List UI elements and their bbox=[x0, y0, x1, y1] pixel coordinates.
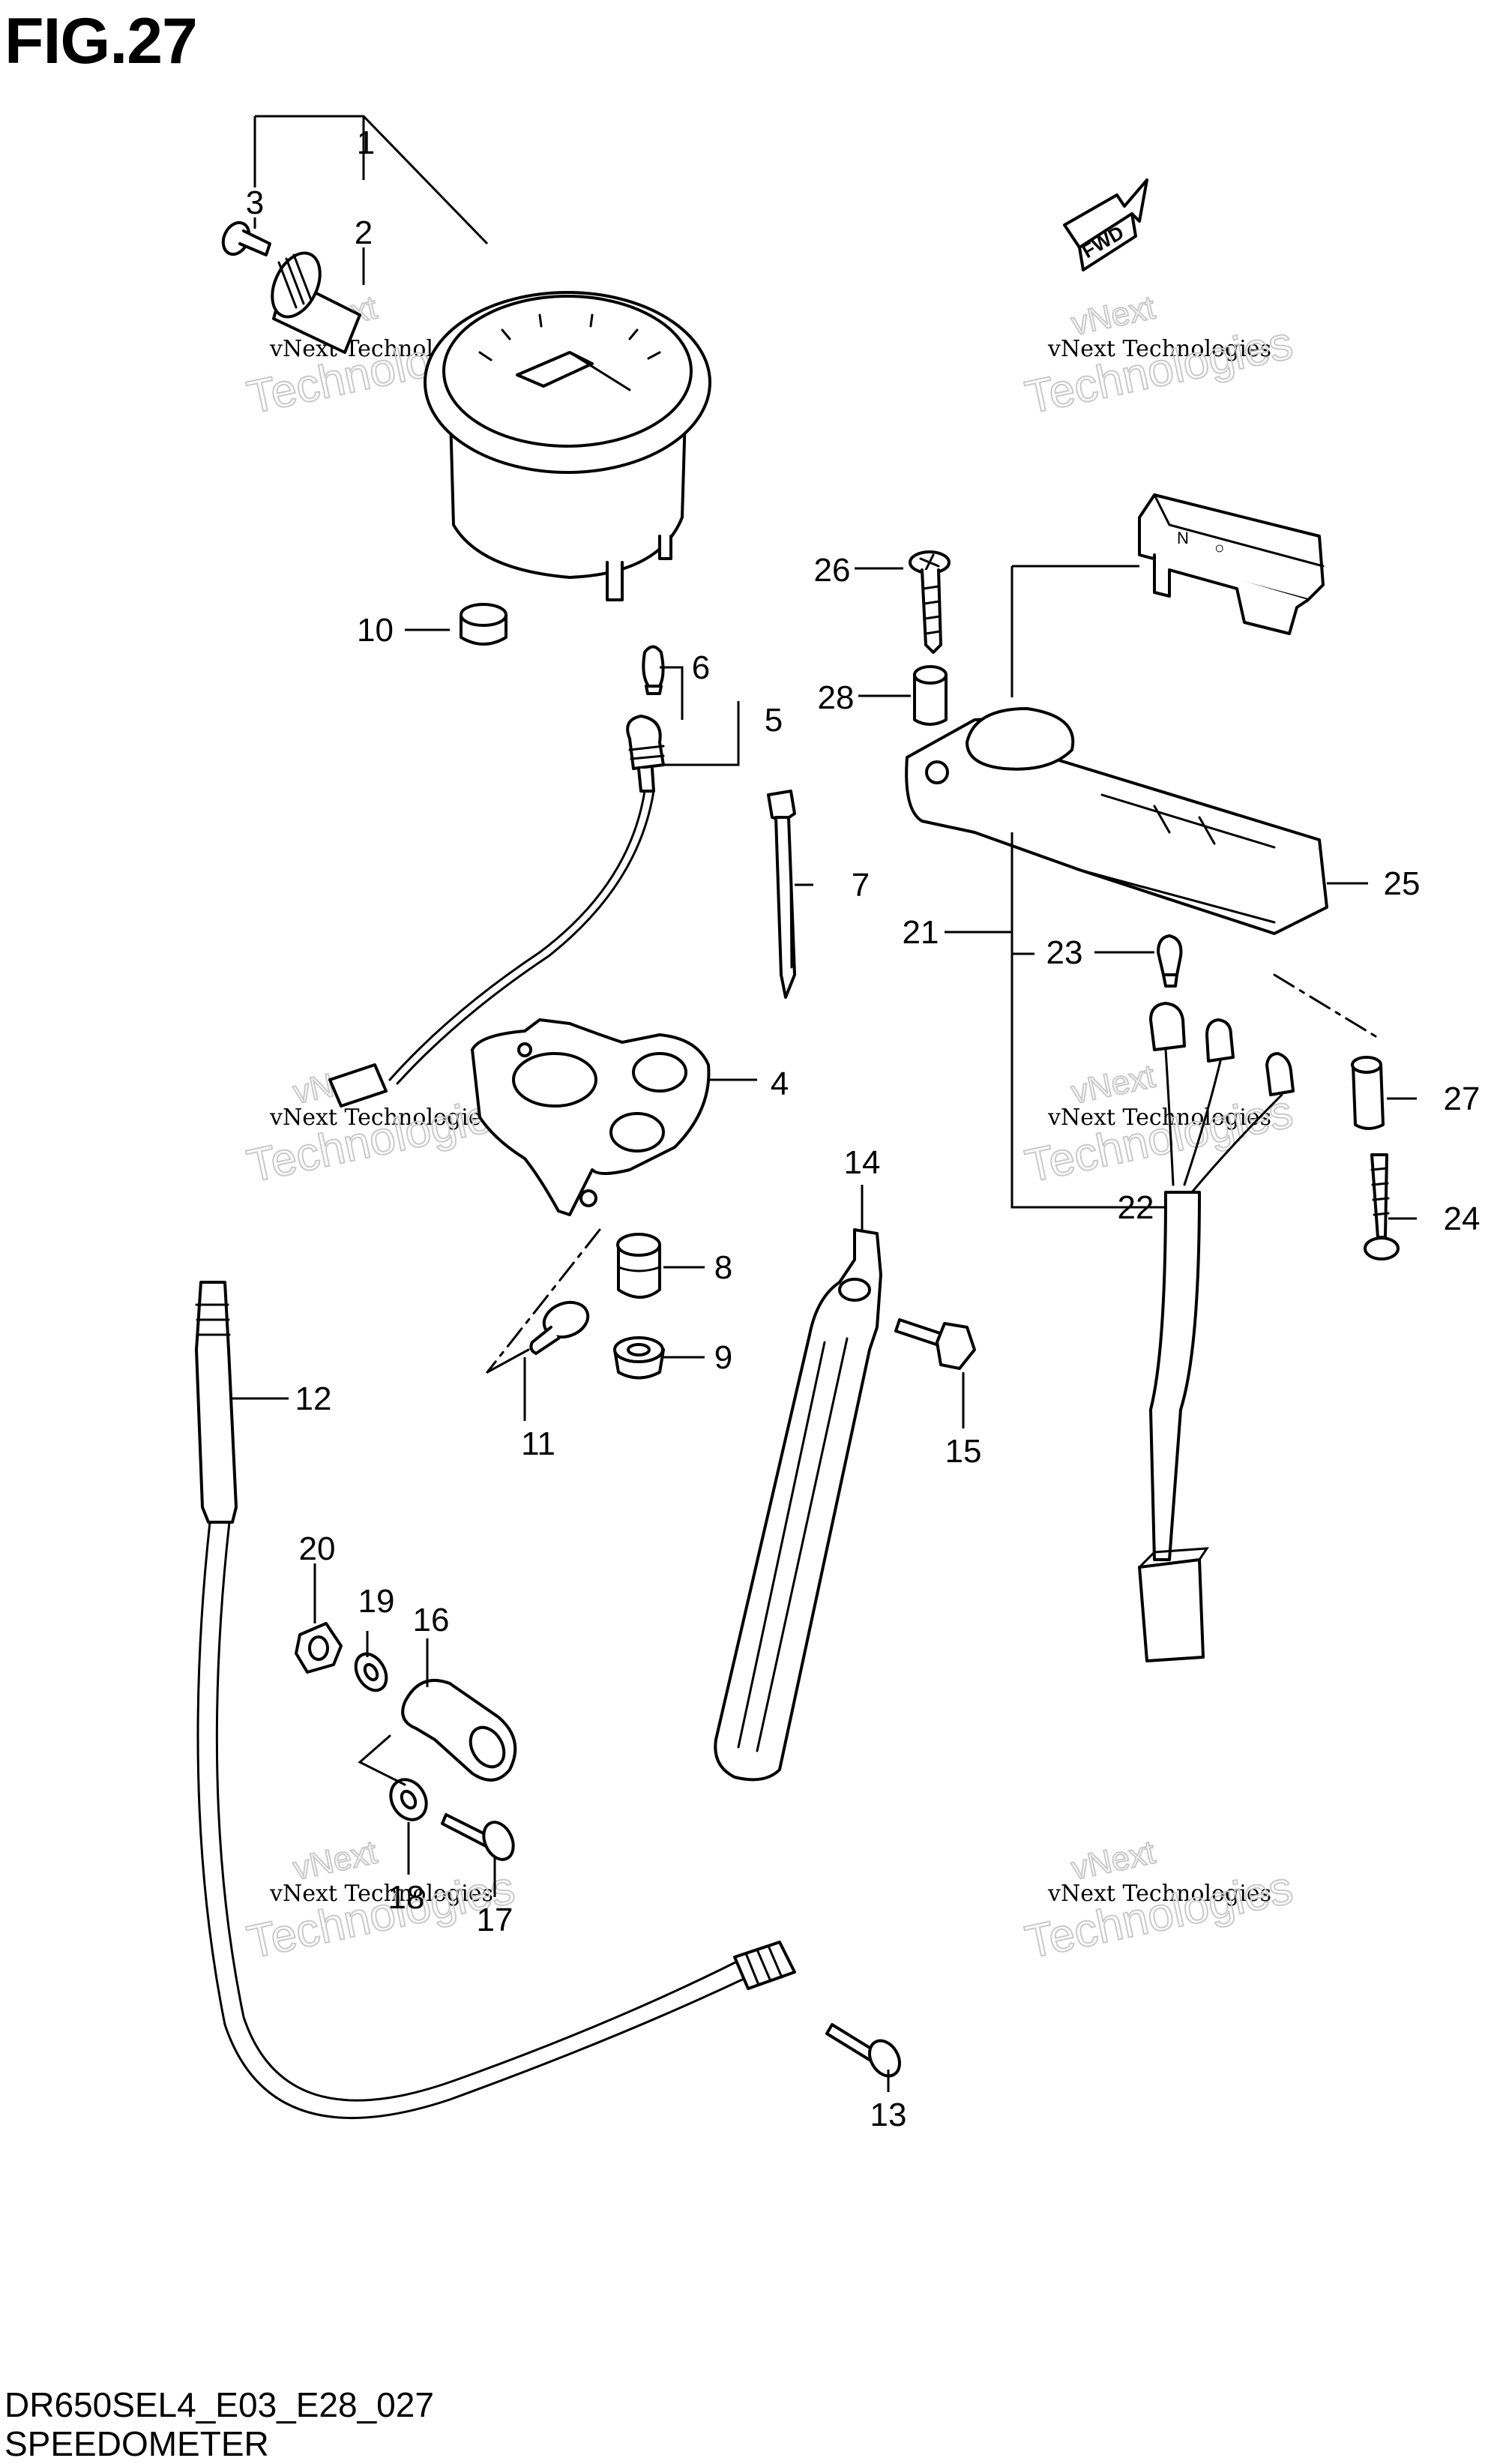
callout-5: 5 bbox=[765, 702, 783, 739]
callout-27: 27 bbox=[1444, 1081, 1481, 1117]
screw-26 bbox=[909, 550, 951, 654]
watermark-text-tech: Technologies bbox=[1021, 317, 1297, 424]
callout-15: 15 bbox=[945, 1433, 982, 1470]
grommet-8 bbox=[616, 1233, 661, 1299]
svg-text:○: ○ bbox=[1214, 538, 1224, 557]
bolt-15 bbox=[894, 1318, 976, 1370]
callout-22: 22 bbox=[1118, 1189, 1154, 1226]
bracket-4 bbox=[471, 1018, 711, 1216]
watermark-text-main: vNext Technologies bbox=[1047, 1105, 1271, 1131]
callout-1: 1 bbox=[357, 124, 375, 161]
bolt-11 bbox=[529, 1300, 590, 1355]
leader-lines bbox=[232, 115, 1417, 2092]
callout-13: 13 bbox=[870, 2097, 907, 2133]
nut-20 bbox=[295, 1622, 343, 1674]
cap-10 bbox=[460, 603, 507, 646]
callout-17: 17 bbox=[477, 1902, 513, 1938]
callout-18: 18 bbox=[388, 1879, 425, 1916]
callout-6: 6 bbox=[692, 649, 710, 686]
watermark-text-main: vNext Technologies bbox=[1047, 1881, 1271, 1907]
watermark-text-tech: Technologies bbox=[1021, 1862, 1297, 1969]
screw-3 bbox=[221, 220, 271, 256]
bolt-13 bbox=[825, 2023, 901, 2078]
svg-text:N: N bbox=[1177, 529, 1189, 547]
watermark-text-vnext: vNext bbox=[1068, 289, 1158, 343]
watermark-text-vnext: vNext bbox=[1068, 1834, 1158, 1887]
callout-26: 26 bbox=[814, 552, 851, 589]
watermark-4: vNext vNext Technologies Technologies bbox=[1020, 1057, 1298, 1194]
spacer-28 bbox=[913, 665, 948, 726]
watermark-text-main: vNext Technologies bbox=[1047, 336, 1271, 362]
bulb-socket-harness-5 bbox=[328, 715, 665, 1108]
bulb-6 bbox=[642, 645, 665, 695]
callout-2: 2 bbox=[355, 214, 373, 251]
figure-name: SPEEDOMETER bbox=[4, 2424, 269, 2463]
callout-20: 20 bbox=[299, 1530, 336, 1567]
indicator-lens: N ○ bbox=[1138, 493, 1325, 635]
callout-21: 21 bbox=[903, 914, 939, 951]
figure-code: DR650SEL4_E03_E28_027 bbox=[4, 2385, 434, 2424]
callout-12: 12 bbox=[295, 1380, 332, 1417]
callout-8: 8 bbox=[714, 1249, 732, 1286]
watermark-2: vNext vNext Technologies Technologies bbox=[1020, 289, 1298, 425]
callout-24: 24 bbox=[1444, 1201, 1481, 1237]
reset-knob bbox=[271, 251, 361, 354]
screw-17 bbox=[441, 1813, 515, 1861]
callout-10: 10 bbox=[357, 612, 394, 649]
clamp-16 bbox=[401, 1679, 517, 1782]
washer-18 bbox=[389, 1778, 428, 1821]
watermark-6: vNext vNext Technologies Technologies bbox=[1020, 1833, 1298, 1970]
harness-22 bbox=[1138, 1002, 1295, 1662]
nut-9 bbox=[613, 1336, 665, 1380]
callout-7: 7 bbox=[852, 867, 870, 904]
callout-23: 23 bbox=[1046, 934, 1083, 971]
callout-19: 19 bbox=[358, 1583, 395, 1620]
spacer-27 bbox=[1351, 1056, 1385, 1130]
watermark-text-vnext: vNext bbox=[290, 1834, 380, 1887]
fwd-direction-badge: FWD bbox=[1063, 178, 1148, 271]
screw-24 bbox=[1364, 1153, 1400, 1260]
speedometer-cable-12 bbox=[195, 1281, 796, 2119]
callout-25: 25 bbox=[1384, 865, 1421, 902]
callout-numbers: 1 2 3 4 5 6 7 8 9 10 11 12 13 14 15 16 1… bbox=[246, 124, 1481, 2133]
speedometer-assembly bbox=[424, 291, 711, 601]
callout-28: 28 bbox=[818, 679, 855, 716]
watermark-text-main: vNext Technologies bbox=[269, 1881, 493, 1907]
watermark-text-main: vNext Technologies bbox=[269, 1105, 493, 1131]
watermark-text-tech: Technologies bbox=[1021, 1086, 1297, 1193]
callout-11: 11 bbox=[521, 1425, 555, 1462]
callout-9: 9 bbox=[714, 1339, 732, 1376]
callout-16: 16 bbox=[413, 1602, 450, 1638]
bulb-23 bbox=[1157, 934, 1183, 988]
callout-3: 3 bbox=[246, 184, 264, 221]
stay-14 bbox=[714, 1228, 882, 1782]
figure-title: FIG.27 bbox=[4, 5, 198, 77]
indicator-housing-25 bbox=[905, 707, 1328, 935]
callout-14: 14 bbox=[844, 1144, 881, 1181]
cable-tie-7 bbox=[767, 790, 796, 999]
washer-19 bbox=[354, 1652, 388, 1692]
watermark-text-vnext: vNext bbox=[1068, 1058, 1158, 1111]
callout-4: 4 bbox=[771, 1066, 789, 1102]
